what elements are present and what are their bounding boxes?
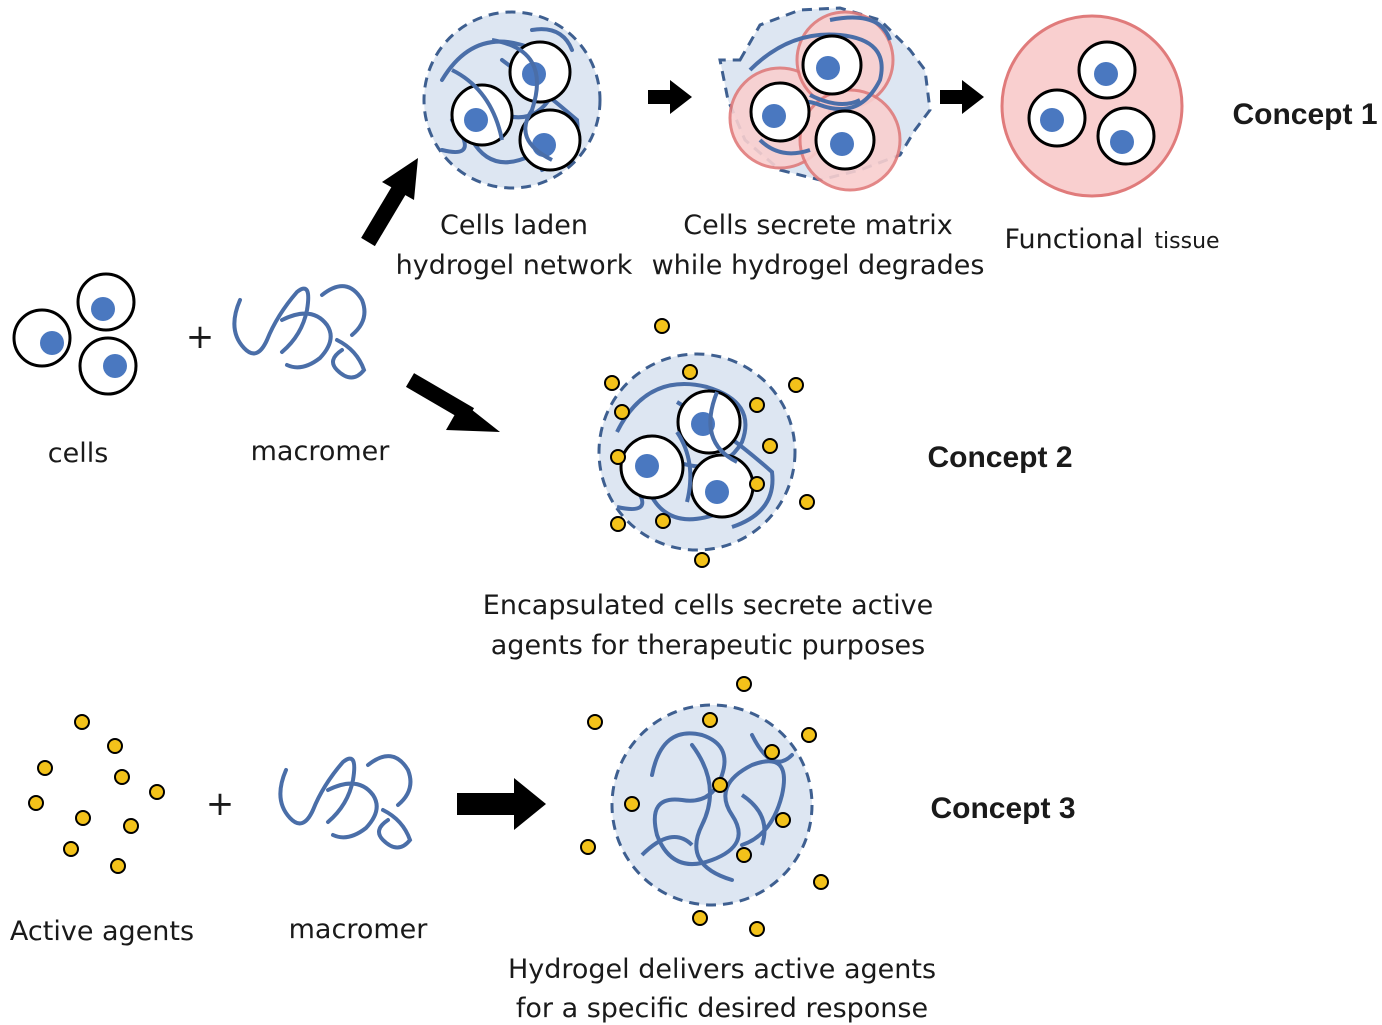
cell bbox=[78, 336, 138, 396]
concept3-title: Concept 3 bbox=[930, 792, 1075, 825]
concept1-step2-caption-line2: while hydrogel degrades bbox=[652, 250, 985, 281]
concept3-caption-line1: Hydrogel delivers active agents bbox=[508, 954, 936, 985]
concept1-degrading-hydrogel bbox=[718, 6, 932, 192]
concept2-title: Concept 2 bbox=[927, 441, 1072, 474]
plus-sign-2: + bbox=[206, 784, 235, 824]
concept1-step3-caption: Functional tissue bbox=[1004, 224, 1219, 255]
arrows bbox=[361, 80, 984, 830]
macromer-label: macromer bbox=[251, 436, 391, 467]
concept1-title: Concept 1 bbox=[1232, 98, 1377, 131]
macromer-coil-2 bbox=[278, 754, 413, 850]
concept2-caption-line2: agents for therapeutic purposes bbox=[491, 630, 925, 661]
concept3-hydrogel bbox=[610, 703, 814, 907]
concept2-active-agents bbox=[604, 318, 815, 568]
plus-sign: + bbox=[186, 317, 215, 357]
arrow-concept3 bbox=[457, 778, 546, 830]
cell bbox=[76, 272, 136, 332]
concept3-active-agents-input bbox=[28, 714, 165, 874]
concept2-caption-line1: Encapsulated cells secrete active bbox=[483, 590, 933, 621]
concept3-caption-line2: for a specific desired response bbox=[516, 993, 928, 1024]
concept2-hydrogel bbox=[597, 352, 797, 552]
arrow-to-concept2 bbox=[405, 373, 500, 432]
concept1-step1-caption-line1: Cells laden bbox=[440, 210, 588, 241]
arrow-concept1-step2-to-step3 bbox=[940, 80, 984, 114]
arrow-concept1-step1-to-step2 bbox=[648, 80, 692, 114]
cells-group bbox=[12, 272, 138, 396]
concept1-cell-laden-hydrogel bbox=[422, 10, 602, 190]
cells-label: cells bbox=[48, 438, 109, 469]
cell bbox=[12, 308, 72, 368]
concept3-active-agents bbox=[580, 676, 829, 937]
arrow-to-concept1 bbox=[361, 158, 418, 247]
active-agents-label: Active agents bbox=[10, 916, 194, 947]
concept1-step1-caption-line2: hydrogel network bbox=[396, 250, 633, 281]
concept1-step2-caption-line1: Cells secrete matrix bbox=[683, 210, 953, 241]
concept1-functional-tissue bbox=[1000, 14, 1184, 198]
macromer-label-2: macromer bbox=[289, 914, 429, 945]
macromer-coil bbox=[232, 284, 367, 380]
